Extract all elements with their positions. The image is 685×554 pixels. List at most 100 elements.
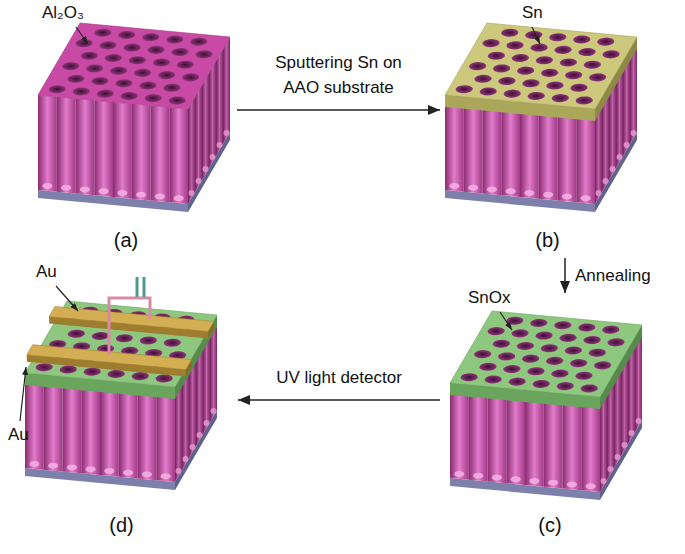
pore-bottom [454,471,464,477]
pore-bottom [48,463,58,469]
pore-hole [570,359,587,367]
pore-channel [188,97,195,204]
pore-channel [202,73,209,180]
pore-hole [485,375,502,383]
process-panel: (c) [440,293,660,545]
pore-bottom [581,195,591,201]
pore-hole [100,41,117,49]
leader-line [76,27,88,44]
pore-hole [551,370,568,378]
pore-hole [142,33,159,41]
leader-lines [20,27,540,421]
pore-channel [100,380,119,477]
pore-bottom [601,478,607,484]
pore-hole [517,67,534,75]
au-electrode [49,307,214,332]
pore-hole [575,372,592,380]
pore-channel [216,49,223,156]
pore-hole [541,344,558,352]
pore-hole [116,334,133,342]
pore-hole [602,326,619,334]
pore-hole [504,90,521,98]
pore-channel [76,99,95,196]
pore-hole [196,50,213,58]
pore-bottom [608,466,614,472]
pore-channel [544,392,563,489]
pore-bottom [67,464,77,470]
probe-wire [143,277,146,297]
material-label: Au [8,425,29,445]
edge-label-anchor: Annealing [575,263,651,288]
pore-hole [546,357,563,365]
pore-bottom [117,190,127,196]
pore-channel [63,377,82,474]
pore-hole [498,352,515,360]
pore-bottom [174,195,184,201]
pore-hole [190,38,207,46]
pore-hole [148,46,165,54]
process-arrow [237,109,440,111]
pore-hole [493,340,510,348]
pore-channel [539,104,558,201]
pore-hole [483,39,500,47]
pore-bottom [136,192,146,198]
pore-channel [445,95,464,192]
process-panel: (d) [5,262,238,545]
edge-label-anchor: UV light detector [239,365,439,390]
pore-hole [549,33,566,41]
pore-bottom [197,432,203,438]
pore-hole [124,44,141,52]
pore-hole [140,336,157,344]
pore-channel [81,378,100,475]
pore-bottom [42,183,52,189]
pore-channel [209,61,216,168]
pore-bottom [529,478,539,484]
top-surface [38,23,230,109]
pore-hole [597,38,614,46]
pore-hole [132,372,149,380]
pore-channel [488,387,507,484]
pore-hole [94,29,111,37]
pore-hole [115,79,132,87]
pore-bottom [104,468,114,474]
pore-hole [565,71,582,79]
pore-hole [584,61,601,69]
pore-hole [533,380,550,388]
pore-channel [520,102,539,199]
pore-channel [169,107,188,204]
pore-hole [552,94,569,102]
probe-wire [109,298,150,355]
pore-hole [474,350,491,358]
pore-hole [177,61,194,69]
pore-bottom [610,166,616,172]
pore-channel [469,385,488,482]
pore-bottom [622,442,628,448]
pore-hole [589,73,606,81]
pore-hole [503,365,520,373]
pore-bottom [203,166,209,172]
material-label: SnOx [468,288,511,308]
pore-hole [565,346,582,354]
pore-hole [36,363,53,371]
pore-hole [129,56,146,64]
pore-bottom [123,470,133,476]
pore-channel [464,97,483,194]
pore-hole [522,355,539,363]
pore-hole [474,75,491,83]
pore-bottom [473,473,483,479]
pore-bottom [624,142,630,148]
process-panel: (b) [440,5,655,258]
material-label: Sn [522,3,543,23]
pore-hole [461,373,478,381]
panel-letter: (a) [114,228,138,252]
pore-hole [60,365,77,373]
pore-hole [456,85,473,93]
pore-bottom [567,481,577,487]
pore-hole [108,370,125,378]
top-surface [25,301,217,387]
pore-bottom [596,190,602,196]
pore-bottom [176,468,182,474]
pore-bottom [543,192,553,198]
pore-hole [163,84,180,92]
pore-hole [512,329,529,337]
